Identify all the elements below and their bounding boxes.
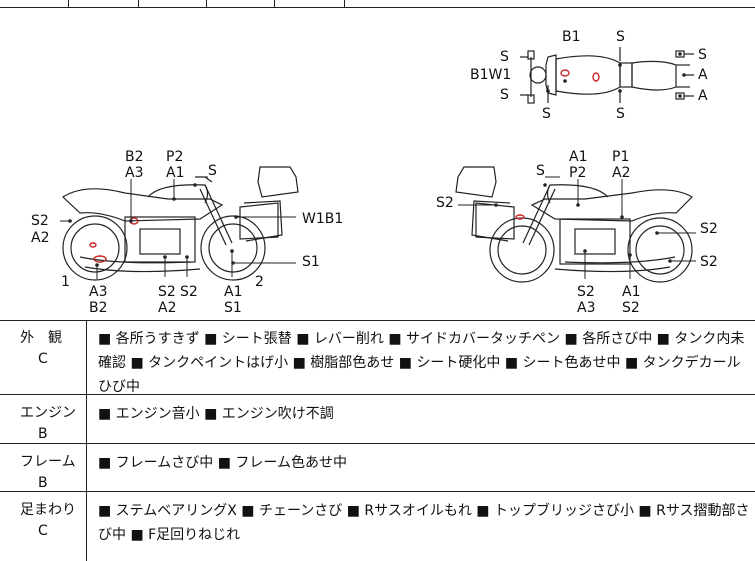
damage-mark xyxy=(515,214,525,220)
condition-notes: ■ エンジン音小 ■ エンジン吹け不調 xyxy=(98,406,334,422)
left-view-label: 2 xyxy=(255,274,264,290)
top-view-label: S xyxy=(616,29,625,45)
category-label: 足まわり xyxy=(20,502,76,518)
right-view-label: A1 xyxy=(569,149,588,165)
header-cell xyxy=(138,0,207,7)
damage-mark xyxy=(93,255,107,263)
left-view-label: S xyxy=(208,163,217,179)
right-side-view-motorcycle xyxy=(455,166,693,283)
grade-label: C xyxy=(38,351,48,367)
right-view-label: S2 xyxy=(700,254,718,270)
table-row: 外 観 C ■ 各所うすきず ■ シート張替 ■ レバー削れ ■ サイドカバータ… xyxy=(0,320,755,395)
top-view-label: S xyxy=(542,106,551,122)
top-view-label: S xyxy=(500,87,509,103)
header-cell xyxy=(0,0,69,7)
category-cell: フレーム B xyxy=(0,444,87,491)
right-view-label: S2 xyxy=(622,300,640,316)
right-view-label: S2 xyxy=(577,284,595,300)
category-label: フレーム xyxy=(20,454,76,470)
category-cell: 足まわり C xyxy=(0,492,87,561)
condition-notes: ■ 各所うすきず ■ シート張替 ■ レバー削れ ■ サイドカバータッチペン ■… xyxy=(98,331,745,395)
table-row: エンジン B ■ エンジン音小 ■ エンジン吹け不調 xyxy=(0,395,755,444)
top-view-motorcycle xyxy=(520,47,694,104)
category-cell: 外 観 C xyxy=(0,320,87,394)
left-view-label: P2 xyxy=(166,149,184,165)
left-view-label: A3 xyxy=(125,165,144,181)
left-view-label: B2 xyxy=(89,300,108,316)
damage-diagram: B1 S S S B1W1 S S S S A A B2 P2 A3 A1 S … xyxy=(0,7,755,321)
right-view-label: A1 xyxy=(622,284,641,300)
left-view-label: S1 xyxy=(302,254,320,270)
top-view-label: A xyxy=(698,67,708,83)
damage-mark xyxy=(592,72,600,82)
condition-notes: ■ フレームさび中 ■ フレーム色あせ中 xyxy=(98,455,347,471)
top-view-label: S xyxy=(616,106,625,122)
right-view-label: S xyxy=(536,163,545,179)
table-row: フレーム B ■ フレームさび中 ■ フレーム色あせ中 xyxy=(0,444,755,492)
left-view-label: S2 xyxy=(158,284,176,300)
left-view-label: A2 xyxy=(31,230,50,246)
damage-mark xyxy=(560,69,570,77)
right-view-label: A3 xyxy=(577,300,596,316)
left-view-label: S2 xyxy=(180,284,198,300)
top-view-label: S xyxy=(500,49,509,65)
top-view-label: S xyxy=(698,47,707,63)
condition-notes: ■ ステムベアリングX ■ チェーンさび ■ Rサスオイルもれ ■ トップブリッ… xyxy=(98,503,750,543)
left-view-label: S1 xyxy=(224,300,242,316)
grade-label: B xyxy=(38,426,48,442)
damage-mark xyxy=(89,242,97,248)
grade-label: C xyxy=(38,523,48,539)
table-row: 足まわり C ■ ステムベアリングX ■ チェーンさび ■ Rサスオイルもれ ■… xyxy=(0,492,755,561)
left-view-label: B2 xyxy=(125,149,144,165)
right-view-label: P1 xyxy=(612,149,630,165)
category-cell: エンジン B xyxy=(0,395,87,443)
left-view-label: 1 xyxy=(61,274,70,290)
left-view-label: A2 xyxy=(158,300,177,316)
right-view-label: A2 xyxy=(612,165,631,181)
left-view-label: A1 xyxy=(166,165,185,181)
left-view-label: A1 xyxy=(224,284,243,300)
grade-label: B xyxy=(38,475,48,491)
header-cell xyxy=(274,0,345,7)
top-view-label: B1 xyxy=(562,29,581,45)
category-label: 外 観 xyxy=(20,330,62,346)
left-side-view-motorcycle xyxy=(62,166,299,281)
right-view-label: S2 xyxy=(700,221,718,237)
header-cell xyxy=(68,0,139,7)
motorcycle-outline-drawings xyxy=(60,47,696,283)
header-strip xyxy=(0,0,755,8)
top-view-label: A xyxy=(698,88,708,104)
right-view-label: S2 xyxy=(436,195,454,211)
left-view-label: W1B1 xyxy=(302,211,344,227)
right-view-label: P2 xyxy=(569,165,587,181)
left-view-label: S2 xyxy=(31,213,49,229)
left-view-label: A3 xyxy=(89,284,108,300)
top-view-label: B1W1 xyxy=(470,67,512,83)
category-label: エンジン xyxy=(20,405,76,421)
header-cell xyxy=(206,0,275,7)
